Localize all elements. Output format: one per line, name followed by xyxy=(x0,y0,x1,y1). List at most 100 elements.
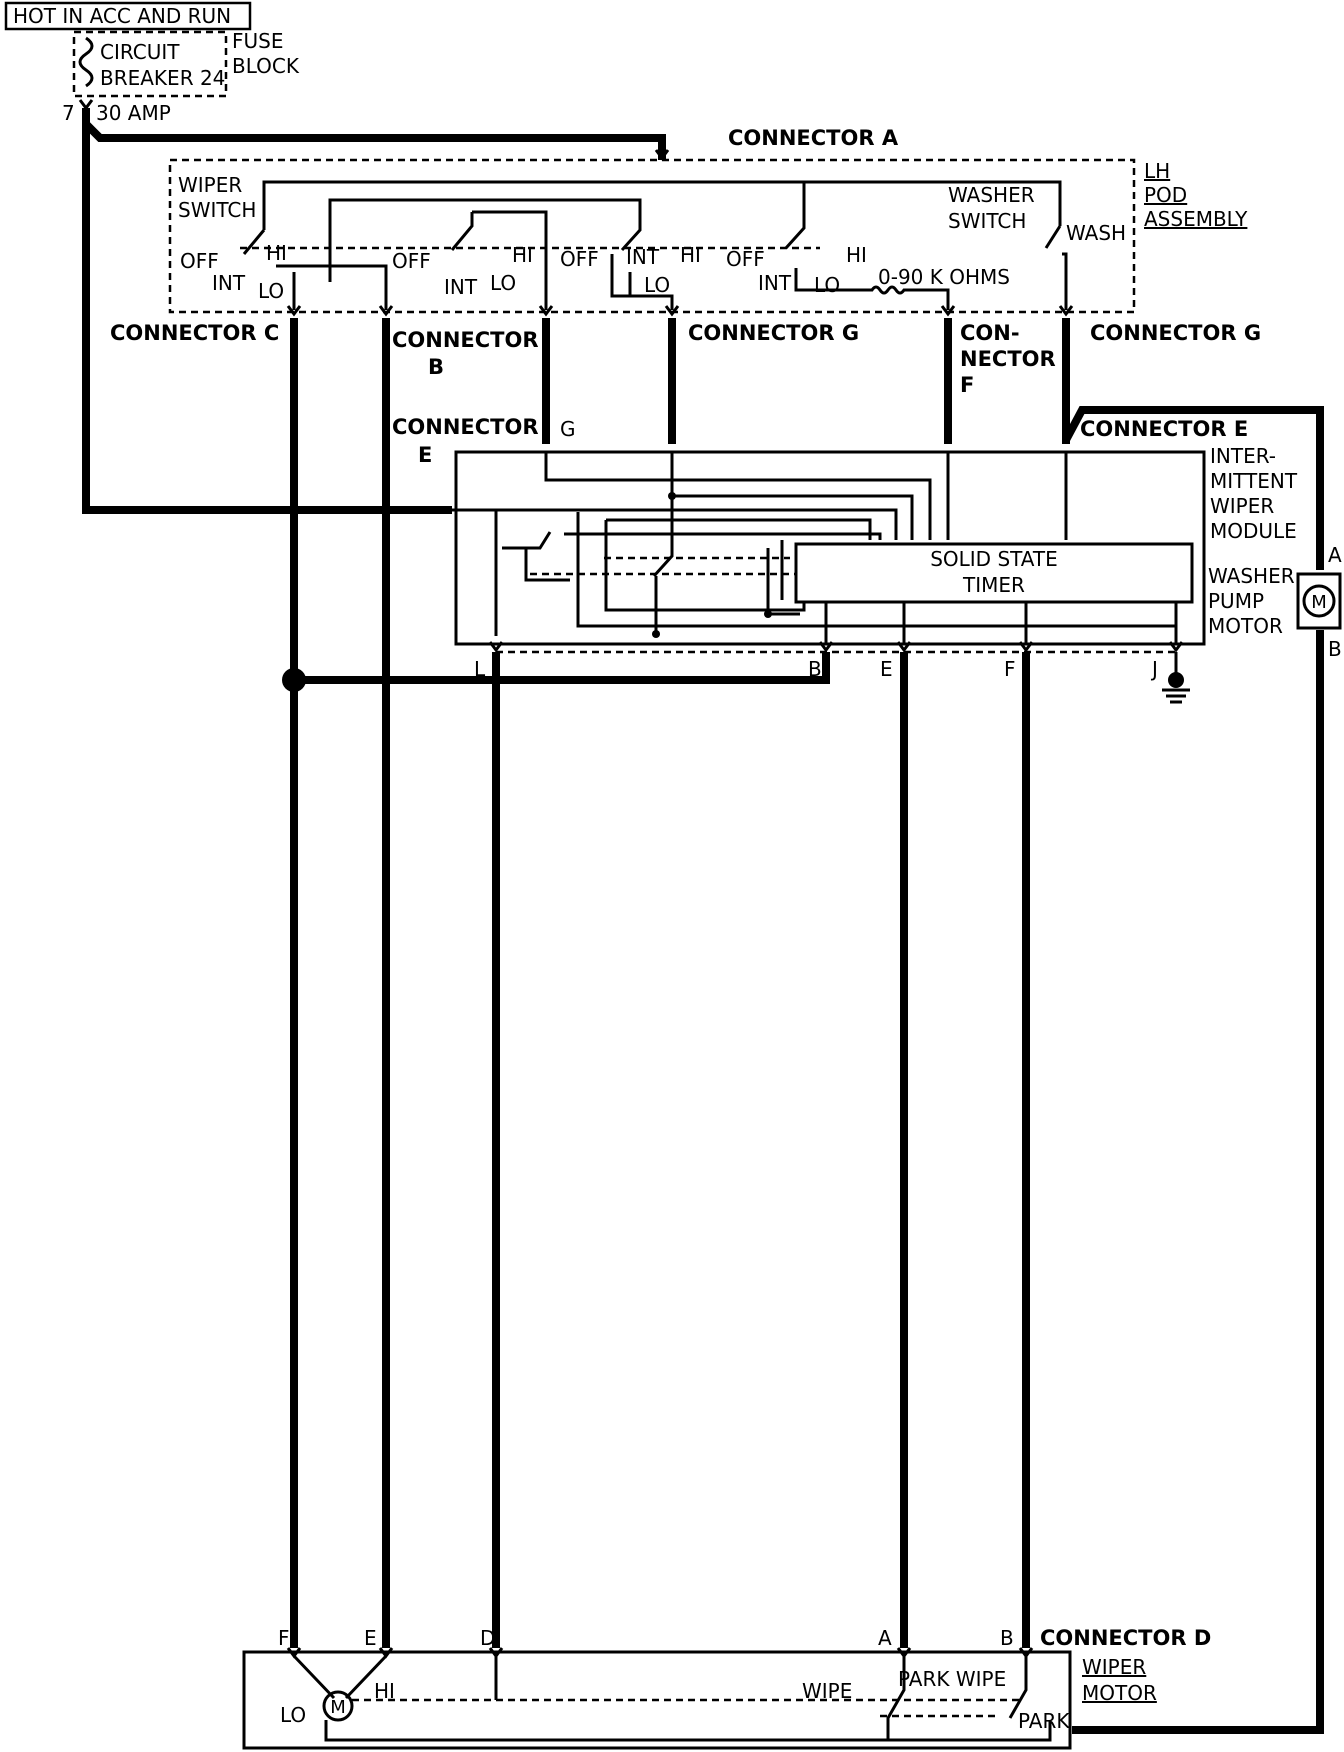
park-wipe-label: PARK WIPE xyxy=(898,1667,1006,1691)
washer-switch-line1: WASHER xyxy=(948,183,1035,207)
breaker-line1: CIRCUIT xyxy=(100,40,180,64)
wiper-motor-title-line2: MOTOR xyxy=(1082,1681,1157,1705)
pod-title-line2: POD xyxy=(1144,183,1187,207)
washer-pump-box xyxy=(1296,572,1342,630)
fuse-block-box xyxy=(72,30,228,98)
supply-to-pod-wire xyxy=(83,121,666,160)
washer-pump-line3: MOTOR xyxy=(1208,614,1283,638)
sw2-lo: LO xyxy=(490,271,516,295)
pod-title-line3: ASSEMBLY xyxy=(1144,207,1248,231)
park-label: PARK xyxy=(1018,1709,1070,1733)
motor-lo-label: LO xyxy=(280,1703,306,1727)
sw1-hi: HI xyxy=(266,241,287,265)
sw1-lo: LO xyxy=(258,279,284,303)
sw4-lo-wire xyxy=(794,268,950,310)
motor-pin-e: E xyxy=(364,1626,377,1650)
connector-g-label: CONNECTOR G xyxy=(688,321,859,345)
sw3-lo: LO xyxy=(644,273,670,297)
lh-pod-assembly-box xyxy=(168,158,1136,314)
sw3-out xyxy=(630,294,674,310)
connector-e-left-line2: E xyxy=(418,443,432,467)
sw4-hi: HI xyxy=(846,243,867,267)
sw4-lo: LO xyxy=(814,273,840,297)
connector-b-line1: CONNECTOR xyxy=(392,328,539,352)
pin-7-arrow xyxy=(78,99,94,111)
resistor-label: 0-90 K OHMS xyxy=(878,265,1010,289)
washer-pump-pin-a: A xyxy=(1328,543,1342,567)
motor-pin-d: D xyxy=(480,1626,495,1650)
motor-pin-f: F xyxy=(278,1626,290,1650)
washer-pump-pin-b: B xyxy=(1328,637,1342,661)
hot-in-acc-and-run-box xyxy=(4,1,252,31)
switch1-blade xyxy=(242,229,266,255)
motor-hi-label: HI xyxy=(374,1679,395,1703)
module-pin-j: J xyxy=(1150,657,1158,681)
connector-f-line2: NECTOR xyxy=(960,347,1056,371)
connector-c-label: CONNECTOR C xyxy=(110,321,279,345)
module-title-line3: WIPER xyxy=(1210,494,1274,518)
junction-dot xyxy=(764,610,772,618)
park-switch-a xyxy=(886,1656,906,1740)
module-pin-arrows xyxy=(488,641,1184,653)
module-pin-e: E xyxy=(880,657,893,681)
timer-line2: TIMER xyxy=(962,573,1025,597)
wire-washer-pump-to-park xyxy=(1072,630,1324,1734)
motor-hi-wire xyxy=(344,1654,388,1700)
switch2-feed xyxy=(472,210,548,310)
timer-outputs xyxy=(824,602,1178,644)
module-pin-b: B xyxy=(808,657,822,681)
hot-label: HOT IN ACC AND RUN xyxy=(13,4,231,28)
washer-pump-motor-m: M xyxy=(1311,592,1327,613)
supply-wire xyxy=(82,108,452,514)
wiper-motor-m: M xyxy=(330,1697,346,1718)
pod-connector-arrows xyxy=(286,305,1074,317)
park-switch-b xyxy=(1008,1656,1028,1719)
connector-e-right-label: CONNECTOR E xyxy=(1080,417,1248,441)
motor-return-wire xyxy=(324,1720,1052,1742)
fuse-block-line2: BLOCK xyxy=(232,54,300,78)
switch4-feed xyxy=(784,182,806,250)
sw3-bridge xyxy=(610,254,632,298)
connector-e-left-line1: CONNECTOR xyxy=(392,415,539,439)
splice-dot xyxy=(282,668,306,692)
motor-pin-a: A xyxy=(878,1626,892,1650)
wiper-motor-icon xyxy=(322,1690,354,1722)
sw3-hi: HI xyxy=(680,243,701,267)
switch2-blade xyxy=(450,212,474,251)
module-pin-l: L xyxy=(474,657,486,681)
washer-switch-contact xyxy=(1044,225,1062,249)
wiper-switch-line2: SWITCH xyxy=(178,198,256,222)
connector-a-arrow xyxy=(654,149,670,161)
connector-f-line3: F xyxy=(960,373,974,397)
washer-switch-out xyxy=(1062,252,1068,310)
washer-pump-line2: PUMP xyxy=(1208,589,1264,613)
wash-label: WASH xyxy=(1066,221,1126,245)
fuse-block-line1: FUSE xyxy=(232,29,283,53)
pod-title-line1: LH xyxy=(1144,159,1170,183)
timer-line1: SOLID STATE xyxy=(930,547,1058,571)
sw2-hi: HI xyxy=(512,243,533,267)
motor-lo-wire xyxy=(292,1654,336,1700)
sw4-int: INT xyxy=(758,271,792,295)
module-pin-f: F xyxy=(1004,657,1016,681)
sw3-off: OFF xyxy=(560,247,599,271)
module-title-line1: INTER- xyxy=(1210,444,1276,468)
connector-g2-label: CONNECTOR G xyxy=(1090,321,1261,345)
wiper-motor-title-line1: WIPER xyxy=(1082,1655,1146,1679)
connector-d-label: CONNECTOR D xyxy=(1040,1626,1211,1650)
wire-pin-b-splice xyxy=(294,652,830,684)
connector-b-line2: B xyxy=(428,355,444,379)
wipe-label: WIPE xyxy=(802,1679,852,1703)
sw1-off: OFF xyxy=(180,249,219,273)
ground-icon xyxy=(1162,652,1190,704)
washer-pump-motor-icon xyxy=(1302,584,1336,618)
circuit-breaker-symbol xyxy=(78,36,94,88)
connector-g-pin: G xyxy=(560,417,576,441)
connector-f-line1: CON- xyxy=(960,321,1020,345)
breaker-line2: BREAKER 24 xyxy=(100,66,225,90)
sw4-off: OFF xyxy=(726,247,765,271)
motor-pin-b: B xyxy=(1000,1626,1014,1650)
junction-dot xyxy=(668,492,676,500)
sw2-off: OFF xyxy=(392,249,431,273)
